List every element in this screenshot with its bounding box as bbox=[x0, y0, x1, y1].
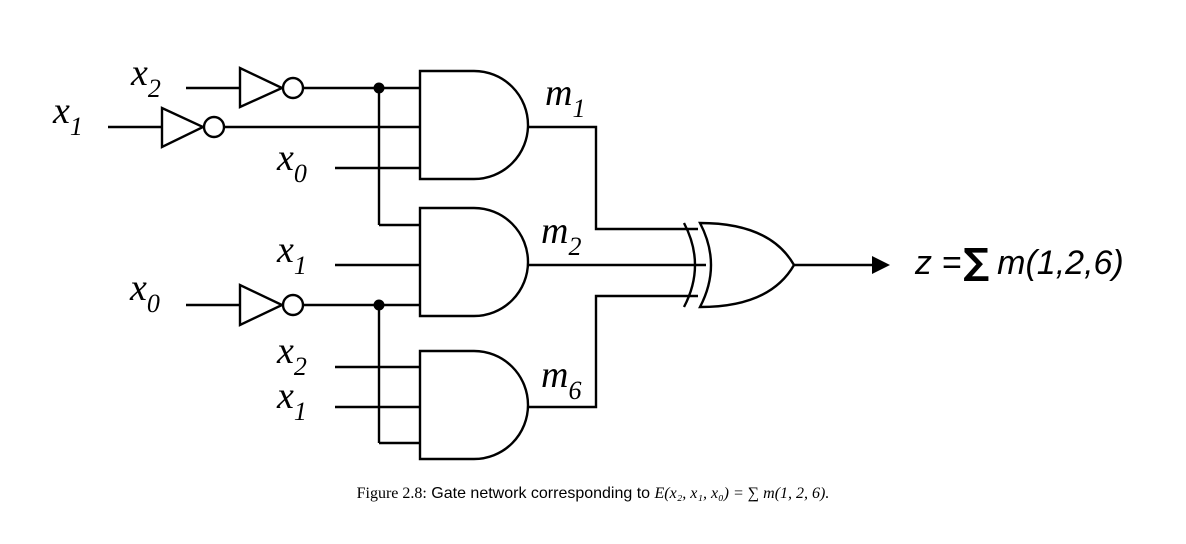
caption-prefix: Figure 2.8: bbox=[356, 485, 427, 502]
and-gate-m2 bbox=[418, 206, 530, 318]
junction-dot-bottom bbox=[373, 299, 385, 311]
inverter-x2 bbox=[186, 66, 305, 109]
input-label-x1-m6: x1 bbox=[276, 375, 307, 426]
and-gate-m1 bbox=[418, 69, 530, 181]
wires bbox=[225, 86, 890, 445]
caption-text: Gate network corresponding to bbox=[431, 485, 651, 502]
minterm-label-m6: m6 bbox=[541, 354, 581, 405]
input-label-x1-top: x1 bbox=[52, 90, 83, 141]
input-label-x1-m2: x1 bbox=[276, 229, 307, 280]
input-label-x0-mid: x0 bbox=[129, 267, 160, 318]
figure-caption: Figure 2.8: Gate network corresponding t… bbox=[0, 485, 1186, 503]
inverter-x0 bbox=[186, 283, 305, 327]
junction-dot-top bbox=[373, 82, 385, 94]
input-label-x2-top: x2 bbox=[130, 52, 161, 103]
minterm-label-m2: m2 bbox=[541, 210, 581, 261]
caption-expression: E(x₂, x₁, x₀) = ∑ m(1, 2, 6). bbox=[654, 485, 830, 502]
input-label-x0-m1: x0 bbox=[276, 137, 307, 188]
output-expression: z =∑m(1,2,6) bbox=[914, 242, 1124, 283]
input-label-x2-m6: x2 bbox=[276, 330, 307, 381]
or-gate bbox=[682, 221, 796, 309]
gate-network-diagram: x2 x1 x0 x1 x0 x2 x1 bbox=[52, 52, 1124, 461]
inverter-x1 bbox=[108, 106, 226, 149]
and-gate-m6 bbox=[418, 349, 530, 461]
minterm-label-m1: m1 bbox=[545, 72, 585, 123]
